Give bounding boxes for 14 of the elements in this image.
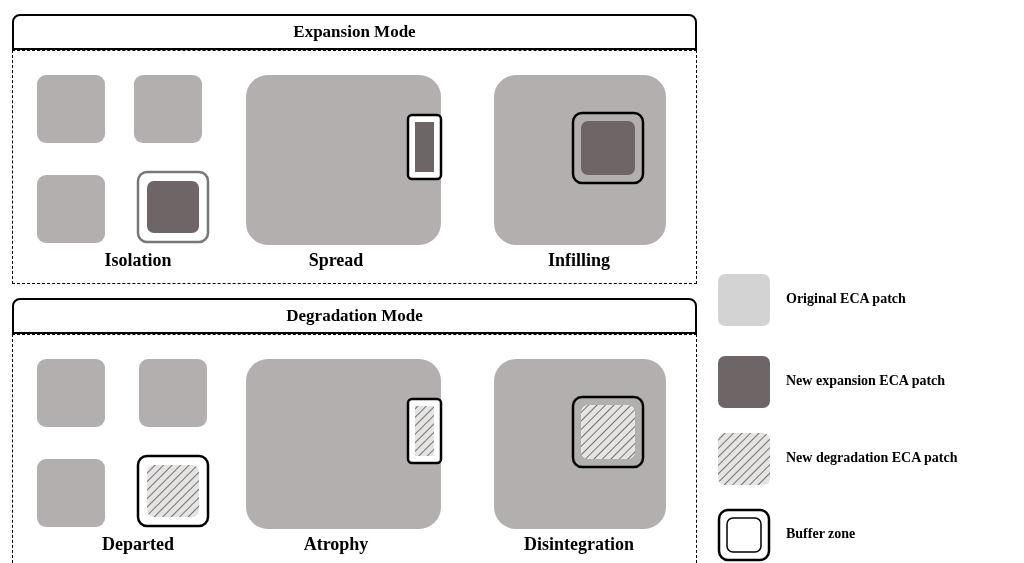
- panel-header: Expansion Mode: [12, 14, 697, 50]
- pattern-caption: Disintegration: [524, 534, 634, 555]
- pattern-caption: Spread: [308, 250, 364, 271]
- pattern-caption: Atrophy: [303, 534, 369, 555]
- panel-header: Degradation Mode: [12, 298, 697, 334]
- pattern-caption: Isolation: [104, 250, 172, 271]
- legend-label: New expansion ECA patch: [786, 373, 946, 389]
- legend-label: New degradation ECA patch: [786, 450, 958, 466]
- pattern-caption: Departed: [102, 534, 174, 555]
- pattern-caption: Infilling: [548, 250, 610, 271]
- legend-label: Original ECA patch: [786, 291, 906, 307]
- mode-panel: [12, 14, 698, 284]
- legend-label: Buffer zone: [786, 526, 856, 542]
- mode-panel: [12, 298, 698, 563]
